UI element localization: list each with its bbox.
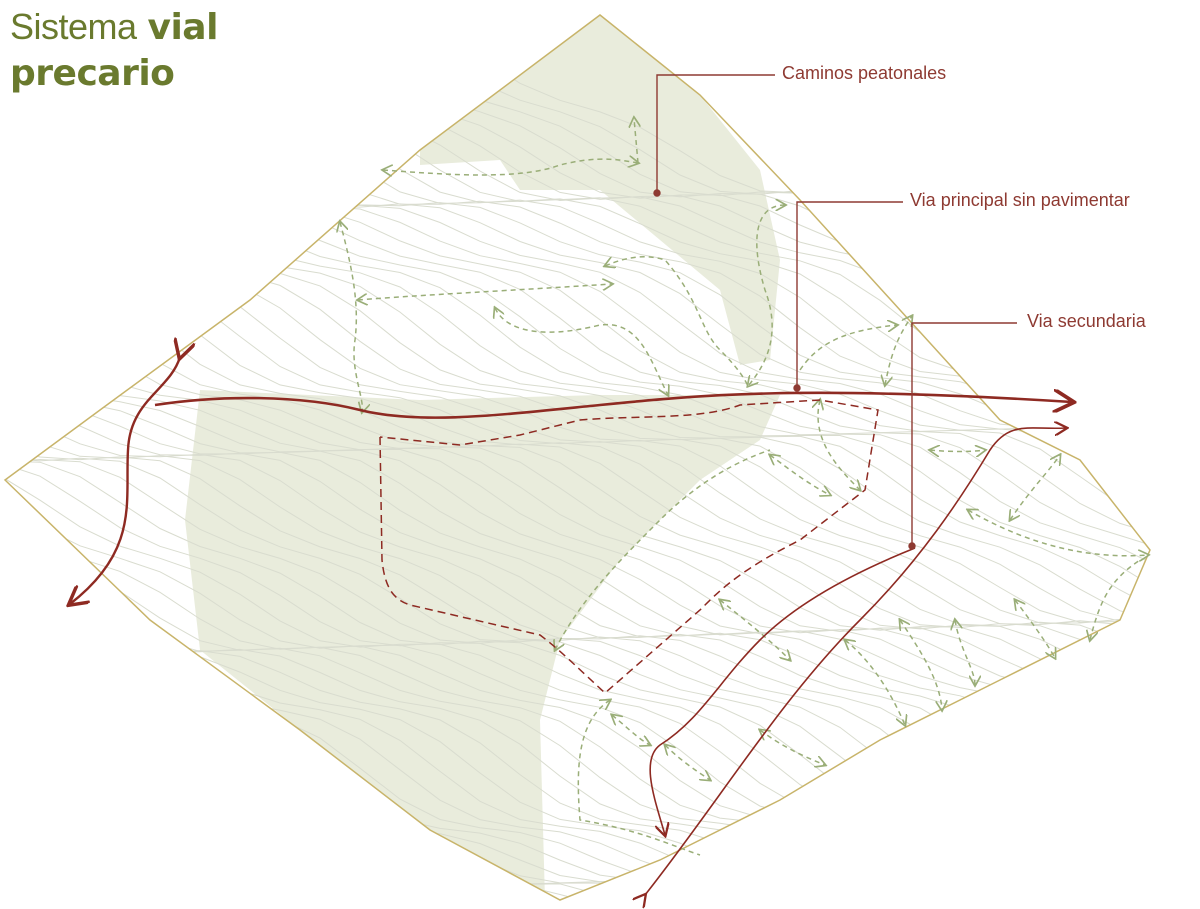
contour-line [5, 671, 1150, 900]
label-secondary-road: Via secundaria [1027, 311, 1146, 331]
contour-line [5, 713, 1150, 900]
contour-line [5, 655, 1150, 900]
contour-line [5, 812, 1150, 900]
footpath [818, 400, 860, 490]
contour-line [5, 638, 1150, 900]
footpath [1090, 559, 1141, 640]
contour-line [5, 840, 1150, 900]
main-road-west-branch [70, 357, 180, 604]
leader-main-road [796, 201, 903, 388]
footpath [770, 455, 830, 495]
contour-line [5, 557, 1150, 900]
footpath [748, 205, 785, 386]
contour-line [5, 570, 1150, 900]
footpath [968, 510, 1148, 556]
footpath [383, 159, 638, 175]
leader-secondary-road [911, 322, 1017, 546]
leader-lines [653, 74, 1017, 550]
contour-line [5, 784, 1150, 900]
contour-line [5, 588, 1150, 900]
label-main-road: Via principal sin pavimentar [910, 190, 1130, 210]
label-footpaths: Caminos peatonales [782, 63, 947, 83]
contour-line [5, 659, 1150, 900]
contour-line [5, 875, 1150, 900]
page-title: Sistema vial precario [10, 4, 218, 97]
title-bold: vial [147, 7, 219, 48]
footpath [495, 308, 668, 395]
contour-line [5, 720, 1150, 900]
leader-dot [908, 542, 916, 550]
leader-dot [653, 189, 661, 197]
contour-line [5, 846, 1150, 900]
footpath [358, 284, 612, 300]
contour-line [5, 653, 1150, 900]
footpath [930, 450, 985, 452]
footpath [665, 745, 710, 780]
vegetation-north [420, 15, 780, 365]
footpath [340, 222, 362, 412]
footpath [799, 325, 897, 371]
leader-dot [793, 384, 801, 392]
roads [70, 357, 1072, 895]
footpath [577, 700, 701, 856]
vegetation-south [185, 390, 780, 900]
contour-line [5, 731, 1150, 900]
footpath [760, 730, 825, 765]
title-light: Sistema [10, 6, 137, 47]
footpath [845, 640, 905, 725]
secondary-road-east [645, 428, 1066, 895]
leader-footpaths [656, 74, 775, 193]
title-bold-2: precario [10, 53, 175, 94]
footpath [1010, 455, 1060, 520]
contour-line [5, 656, 1150, 900]
secondary-road-west [649, 547, 916, 835]
footpath [885, 316, 912, 385]
footpath [720, 600, 790, 660]
contour-line [5, 613, 1150, 900]
main-road [154, 393, 1072, 419]
footpath [605, 256, 749, 387]
